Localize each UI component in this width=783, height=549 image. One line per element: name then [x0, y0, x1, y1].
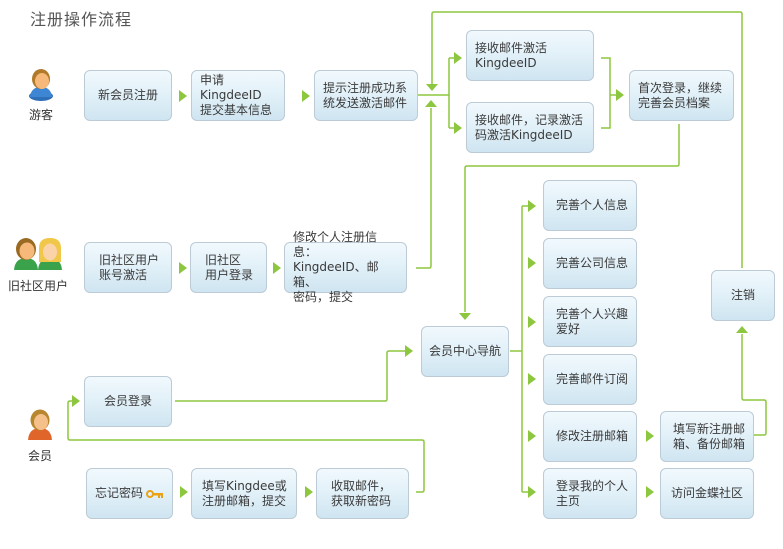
actor-member: 会员: [23, 408, 57, 464]
actor-old-user-label: 旧社区用户: [7, 279, 68, 293]
step-new-email[interactable]: 填写新注册邮箱、备份邮箱: [660, 411, 754, 462]
arrow-right-icon: [273, 262, 281, 274]
arrow-up-icon: [736, 326, 748, 333]
step-visit-community[interactable]: 访问金蝶社区: [660, 468, 754, 519]
step-modify-info[interactable]: 修改个人注册信息：KingdeeID、邮箱、密码，提交: [284, 230, 407, 304]
arrow-right-icon: [179, 262, 187, 274]
step-member-nav[interactable]: 会员中心导航: [421, 326, 509, 377]
connector-login-to-nav: [175, 350, 405, 402]
arrow-right-icon: [528, 316, 536, 328]
arrow-right-icon: [528, 373, 536, 385]
step-mail-subscription[interactable]: 完善邮件订阅: [543, 354, 637, 405]
user-pair-icon: [14, 238, 62, 270]
connector-cancel-to-notify: [431, 11, 743, 268]
arrow-up-icon: [425, 100, 437, 107]
actor-member-label: 会员: [27, 449, 52, 463]
page-title: 注册操作流程: [30, 10, 133, 29]
connector-modify-to-notify: [416, 108, 432, 269]
arrow-right-icon: [179, 90, 187, 102]
connector-merge: [601, 57, 611, 129]
step-interests[interactable]: 完善个人兴趣爱好: [543, 296, 637, 347]
step-notify-email[interactable]: 提示注册成功系统发送激活邮件: [314, 70, 418, 121]
step-new-register[interactable]: 新会员注册: [84, 70, 172, 121]
step-forgot-password[interactable]: 忘记密码: [86, 468, 173, 519]
step-modify-email[interactable]: 修改注册邮箱: [543, 411, 637, 462]
arrow-right-icon: [180, 486, 188, 498]
arrow-right-icon: [302, 90, 310, 102]
arrow-right-icon: [405, 345, 413, 357]
step-my-homepage[interactable]: 登录我的个人主页: [543, 468, 637, 519]
connector-newemail-to-cancel: [741, 334, 767, 436]
arrow-right-icon: [528, 200, 536, 212]
step-cancel[interactable]: 注销: [711, 270, 775, 321]
step-company-info[interactable]: 完善公司信息: [543, 238, 637, 289]
step-activate-by-code[interactable]: 接收邮件，记录激活码激活KingdeeID: [466, 102, 594, 153]
step-first-login[interactable]: 首次登录，继续完善会员档案: [629, 70, 734, 121]
connector-firstlogin-to-nav: [464, 124, 680, 312]
step-old-login[interactable]: 旧社区用户登录: [190, 242, 267, 293]
step-fill-email[interactable]: 填写Kingdee或注册邮箱，提交: [191, 468, 297, 519]
arrow-right-icon: [454, 122, 462, 134]
arrow-right-icon: [646, 486, 654, 498]
guest-user-icon: [29, 69, 53, 101]
arrow-right-icon: [528, 430, 536, 442]
arrow-right-icon: [528, 257, 536, 269]
member-user-icon: [28, 409, 52, 440]
step-old-activate[interactable]: 旧社区用户账号激活: [84, 242, 172, 293]
actor-guest: 游客: [24, 67, 58, 123]
actor-old-user: 旧社区用户: [6, 236, 70, 294]
arrow-down-icon: [426, 84, 438, 91]
key-icon: [146, 489, 163, 498]
connector-forgot-to-login: [67, 400, 425, 493]
step-receive-mail[interactable]: 收取邮件，获取新密码: [316, 468, 409, 519]
arrow-right-icon: [528, 486, 536, 498]
arrow-right-icon: [616, 89, 624, 101]
arrow-right-icon: [646, 430, 654, 442]
actor-guest-label: 游客: [28, 108, 53, 122]
arrow-down-icon: [459, 313, 471, 320]
step-personal-info[interactable]: 完善个人信息: [543, 180, 637, 231]
arrow-right-icon: [454, 52, 462, 64]
arrow-right-icon: [72, 395, 80, 407]
step-member-login[interactable]: 会员登录: [84, 376, 172, 427]
arrow-right-icon: [305, 486, 313, 498]
